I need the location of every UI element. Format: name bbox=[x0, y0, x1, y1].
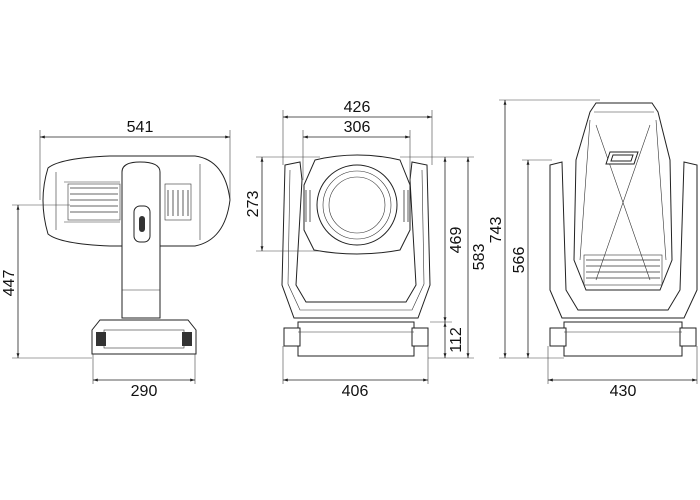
rear-yoke bbox=[549, 161, 698, 319]
side-height-label: 447 bbox=[1, 270, 18, 297]
front-view: 426 306 273 469 583 112 406 bbox=[245, 99, 488, 400]
side-base-width-label: 290 bbox=[131, 383, 158, 400]
side-base bbox=[91, 319, 197, 355]
front-width-label: 426 bbox=[344, 99, 371, 116]
side-yoke-arm bbox=[121, 161, 161, 319]
rear-height-label: 743 bbox=[488, 217, 505, 244]
side-view: 541 447 290 bbox=[1, 119, 231, 400]
front-head-height-label: 273 bbox=[245, 191, 262, 218]
front-base bbox=[283, 321, 429, 357]
side-width-label: 541 bbox=[127, 119, 154, 136]
front-height-label: 583 bbox=[471, 244, 488, 271]
rear-head bbox=[573, 102, 673, 291]
rear-base-width-label: 430 bbox=[610, 383, 637, 400]
front-yoke-height-label: 469 bbox=[448, 227, 465, 254]
front-head bbox=[303, 154, 411, 255]
rear-yoke-height-label: 566 bbox=[511, 247, 528, 274]
front-base-height-label: 112 bbox=[448, 327, 465, 353]
brand-logo bbox=[605, 151, 639, 165]
rear-base bbox=[549, 321, 697, 357]
rear-view: 743 566 430 bbox=[488, 99, 698, 400]
front-base-width-label: 406 bbox=[342, 383, 369, 400]
front-head-width-label: 306 bbox=[344, 119, 371, 136]
